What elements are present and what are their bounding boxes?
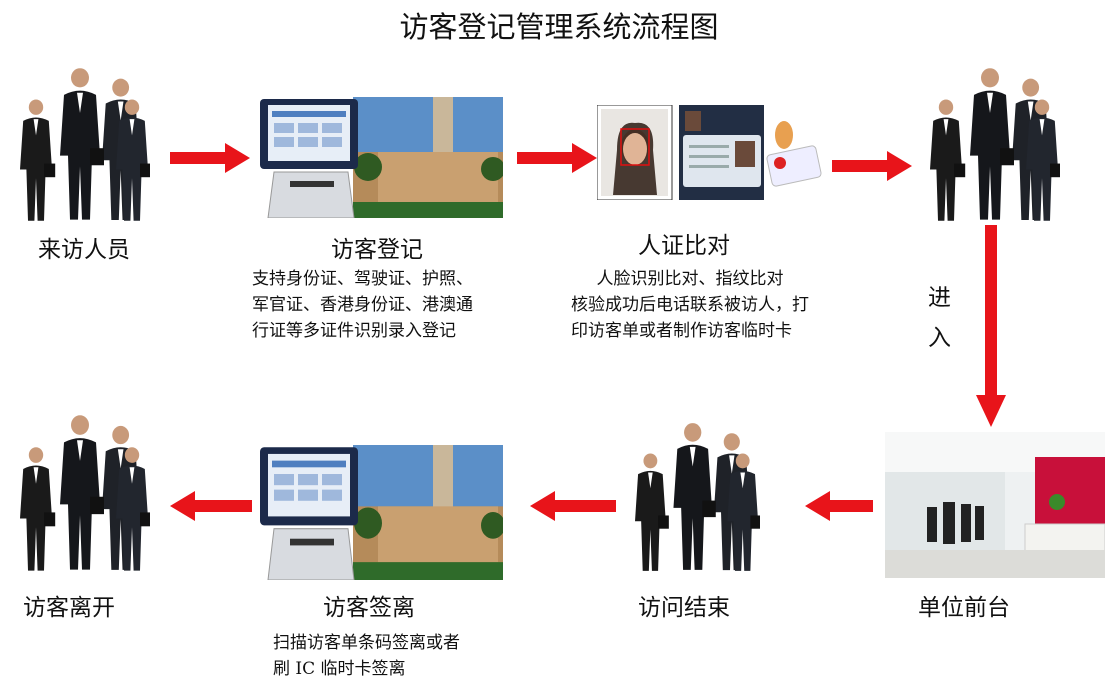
step-label-verify: 人证比对 [638, 233, 730, 259]
desc-line: 行证等多证件识别录入登记 [252, 321, 456, 341]
desc-line: 刷 IC 临时卡签离 [273, 659, 406, 679]
arrow-left-icon [530, 491, 616, 521]
enter-label-1: 进 [928, 285, 951, 311]
visitors-group-icon [20, 65, 150, 225]
desc-line: 支持身份证、驾驶证、护照、 [252, 269, 473, 289]
arrow-right-icon [517, 143, 597, 173]
reception-lobby-photo [885, 432, 1105, 578]
enter-label-2: 入 [928, 325, 951, 351]
desc-line: 扫描访客单条码签离或者 [273, 633, 460, 653]
step-label-visit-end: 访问结束 [638, 595, 730, 621]
arrow-left-icon [805, 491, 873, 521]
step-label-leave: 访客离开 [23, 595, 115, 621]
register-description: 支持身份证、驾驶证、护照、 军官证、香港身份证、港澳通 行证等多证件识别录入登记 [252, 266, 473, 344]
step-label-register: 访客登记 [331, 237, 423, 263]
visitors-group-icon [20, 412, 150, 575]
arrow-down-icon [976, 225, 1006, 427]
arrow-left-icon [170, 491, 252, 521]
visitors-group-icon [635, 420, 760, 575]
desc-line: 核验成功后电话联系被访人，打 [571, 295, 809, 315]
visitors-group-icon [930, 65, 1060, 225]
desc-line: 印访客单或者制作访客临时卡 [571, 321, 792, 341]
visitor-kiosk-icon [258, 97, 503, 218]
desc-line: 人脸识别比对、指纹比对 [596, 269, 784, 289]
step-label-arrive: 来访人员 [38, 237, 130, 263]
step-label-signout: 访客签离 [323, 595, 415, 621]
arrow-right-icon [170, 143, 250, 173]
signout-description: 扫描访客单条码签离或者 刷 IC 临时卡签离 [273, 630, 460, 682]
visitor-kiosk-icon [258, 445, 503, 580]
desc-line: 军官证、香港身份证、港澳通 [252, 295, 473, 315]
verify-description: 人脸识别比对、指纹比对 核验成功后电话联系被访人，打 印访客单或者制作访客临时卡 [571, 266, 809, 344]
step-label-reception: 单位前台 [918, 595, 1010, 621]
diagram-title: 访客登记管理系统流程图 [399, 10, 719, 44]
face-id-verification-icon [597, 105, 822, 200]
arrow-right-icon [832, 151, 912, 181]
